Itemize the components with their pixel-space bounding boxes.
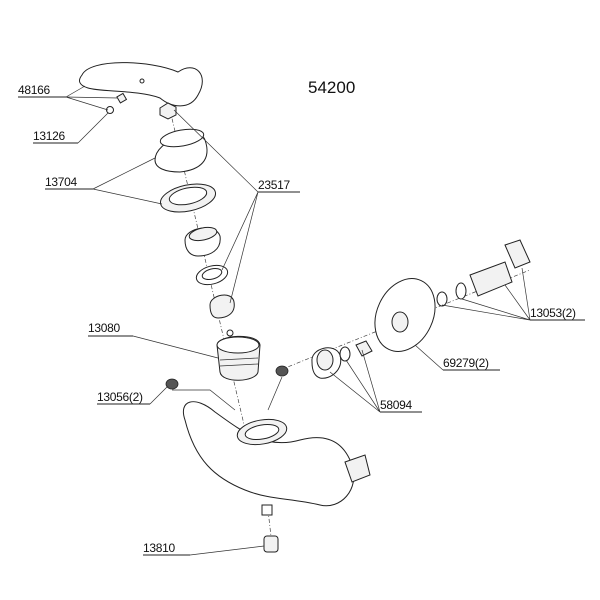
eccentric-connector xyxy=(355,340,373,357)
dome-cover-opening xyxy=(159,128,205,148)
assembly-number: 54200 xyxy=(308,78,355,97)
eccentric-union xyxy=(469,261,513,297)
washer-13053-a xyxy=(436,291,448,307)
washer-13053-b xyxy=(455,282,467,300)
bonnet-nut-top xyxy=(188,226,218,242)
filter-screen-right xyxy=(275,365,289,377)
label-58094: 58094 xyxy=(380,398,412,412)
outlet-fitting xyxy=(263,535,279,553)
label-13810: 13810 xyxy=(143,541,175,555)
body-seat-inner xyxy=(244,424,280,440)
union-nut-bore xyxy=(316,349,334,371)
cartridge-stem xyxy=(226,329,234,337)
lever-handle xyxy=(79,62,203,107)
washer-58094 xyxy=(339,346,351,362)
set-screw xyxy=(116,92,128,104)
label-13053: 13053(2) xyxy=(530,306,576,320)
label-48166: 48166 xyxy=(18,83,50,97)
escutcheon-hole xyxy=(391,311,409,333)
spindle-insert xyxy=(209,294,235,319)
body-inlet xyxy=(344,454,371,483)
label-69279: 69279(2) xyxy=(443,356,489,370)
leader-lines xyxy=(18,85,585,556)
label-23517: 23517 xyxy=(258,178,290,192)
filter-screen-left xyxy=(165,378,179,390)
lever-adapter xyxy=(159,102,177,120)
lever-screw-hole xyxy=(139,78,145,84)
small-ring-inner xyxy=(201,268,223,280)
cartridge-top xyxy=(216,336,260,354)
cartridge-threads xyxy=(219,357,259,367)
screen-guide-lines xyxy=(172,376,283,411)
label-13056: 13056(2) xyxy=(97,390,143,404)
screw-cap-13126 xyxy=(106,106,114,114)
trim-ring-inner xyxy=(168,186,208,206)
label-13704: 13704 xyxy=(45,175,77,189)
label-13080: 13080 xyxy=(88,321,120,335)
body-outlet xyxy=(261,504,273,516)
label-13126: 13126 xyxy=(33,129,65,143)
eccentric-thread xyxy=(504,239,531,269)
mixer-body xyxy=(183,401,355,507)
